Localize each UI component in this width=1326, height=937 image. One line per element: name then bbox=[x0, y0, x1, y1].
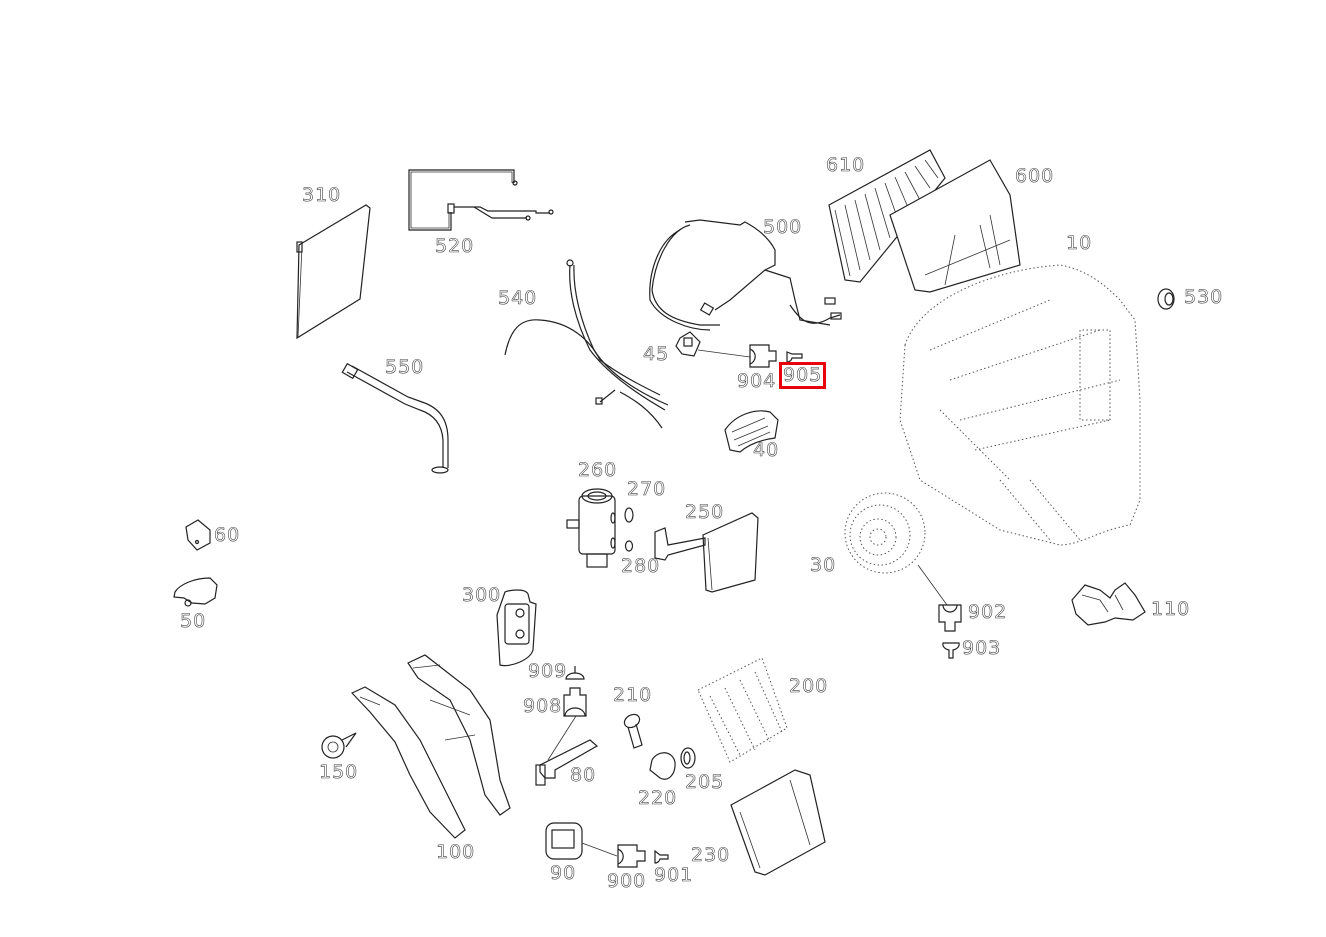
part-label-600[interactable]: 600 bbox=[1015, 165, 1055, 187]
part-label-902[interactable]: 902 bbox=[968, 601, 1008, 623]
part-label-80[interactable]: 80 bbox=[570, 764, 597, 786]
part-210-bolt-drawing[interactable] bbox=[622, 712, 643, 749]
part-205-ring-drawing[interactable] bbox=[680, 747, 696, 769]
part-label-540[interactable]: 540 bbox=[498, 287, 538, 309]
part-label-150[interactable]: 150 bbox=[319, 761, 359, 783]
part-label-520[interactable]: 520 bbox=[435, 235, 475, 257]
part-label-530[interactable]: 530 bbox=[1184, 286, 1224, 308]
part-label-200[interactable]: 200 bbox=[789, 675, 829, 697]
part-905-connector-drawing[interactable] bbox=[786, 351, 803, 363]
part-label-610[interactable]: 610 bbox=[826, 154, 866, 176]
part-label-500[interactable]: 500 bbox=[763, 216, 803, 238]
part-300-gasket-drawing[interactable] bbox=[496, 589, 537, 667]
part-260-valve-drawing[interactable] bbox=[566, 488, 616, 568]
part-label-901[interactable]: 901 bbox=[654, 864, 694, 886]
part-label-45[interactable]: 45 bbox=[643, 343, 670, 365]
part-550-hose-drawing[interactable] bbox=[341, 362, 449, 474]
part-230-heater-drawing[interactable] bbox=[730, 769, 826, 876]
part-110-actuator-drawing[interactable] bbox=[1071, 582, 1146, 626]
part-610-filter-drawing[interactable] bbox=[828, 149, 946, 283]
part-902-connector-drawing[interactable] bbox=[938, 604, 962, 632]
part-label-100[interactable]: 100 bbox=[436, 841, 476, 863]
part-label-250[interactable]: 250 bbox=[685, 501, 725, 523]
part-904-connector-drawing[interactable] bbox=[749, 344, 777, 368]
part-100-ducts-drawing[interactable] bbox=[350, 654, 511, 839]
part-909-connector-drawing[interactable] bbox=[565, 666, 585, 680]
part-label-230[interactable]: 230 bbox=[691, 844, 731, 866]
part-200-heater-core-drawing[interactable] bbox=[697, 657, 788, 763]
part-45-sensor-drawing[interactable] bbox=[675, 331, 701, 357]
part-908-connector-drawing[interactable] bbox=[563, 687, 587, 717]
part-label-50[interactable]: 50 bbox=[180, 610, 207, 632]
part-10-assembly-drawing[interactable] bbox=[899, 264, 1141, 546]
part-label-210[interactable]: 210 bbox=[613, 684, 653, 706]
part-label-260[interactable]: 260 bbox=[578, 459, 618, 481]
part-label-550[interactable]: 550 bbox=[385, 356, 425, 378]
part-40-drawing[interactable] bbox=[724, 410, 779, 453]
part-label-300[interactable]: 300 bbox=[462, 584, 502, 606]
part-label-40[interactable]: 40 bbox=[753, 439, 780, 461]
part-220-clip-drawing[interactable] bbox=[649, 752, 676, 780]
part-label-90[interactable]: 90 bbox=[550, 862, 577, 884]
part-label-270[interactable]: 270 bbox=[627, 478, 667, 500]
part-label-220[interactable]: 220 bbox=[638, 787, 678, 809]
part-150-screw-drawing[interactable] bbox=[321, 732, 357, 759]
part-label-909[interactable]: 909 bbox=[528, 660, 568, 682]
part-label-110[interactable]: 110 bbox=[1151, 598, 1191, 620]
part-250-evaporator-drawing[interactable] bbox=[654, 512, 759, 593]
part-60-drawing[interactable] bbox=[185, 519, 211, 551]
part-520-pipe-drawing[interactable] bbox=[408, 169, 554, 231]
part-label-205[interactable]: 205 bbox=[685, 771, 725, 793]
part-label-10[interactable]: 10 bbox=[1066, 232, 1093, 254]
part-label-60[interactable]: 60 bbox=[214, 524, 241, 546]
part-600-housing-drawing[interactable] bbox=[889, 159, 1021, 293]
part-80-lever-drawing[interactable] bbox=[535, 739, 599, 786]
part-label-900[interactable]: 900 bbox=[607, 870, 647, 892]
part-90-actuator-drawing[interactable] bbox=[545, 822, 583, 860]
part-50-drawing[interactable] bbox=[173, 577, 218, 607]
part-30-fan-drawing[interactable] bbox=[844, 492, 926, 574]
part-310-panel-drawing[interactable] bbox=[296, 204, 371, 340]
part-label-280[interactable]: 280 bbox=[621, 555, 661, 577]
part-label-903[interactable]: 903 bbox=[962, 637, 1002, 659]
part-500-harness-drawing[interactable] bbox=[649, 219, 842, 331]
part-label-905-highlighted[interactable]: 905 bbox=[778, 362, 827, 389]
part-901-connector-drawing[interactable] bbox=[654, 849, 669, 864]
part-label-904[interactable]: 904 bbox=[737, 370, 777, 392]
part-903-connector-drawing[interactable] bbox=[942, 642, 960, 659]
part-540-harness-drawing[interactable] bbox=[504, 259, 669, 429]
part-900-connector-drawing[interactable] bbox=[617, 844, 646, 868]
part-530-nut-drawing[interactable] bbox=[1157, 288, 1175, 310]
part-280-oring-drawing[interactable] bbox=[624, 540, 634, 552]
part-label-908[interactable]: 908 bbox=[523, 695, 563, 717]
part-label-30[interactable]: 30 bbox=[810, 554, 837, 576]
part-label-310[interactable]: 310 bbox=[302, 184, 342, 206]
part-270-oring-drawing[interactable] bbox=[624, 507, 634, 523]
